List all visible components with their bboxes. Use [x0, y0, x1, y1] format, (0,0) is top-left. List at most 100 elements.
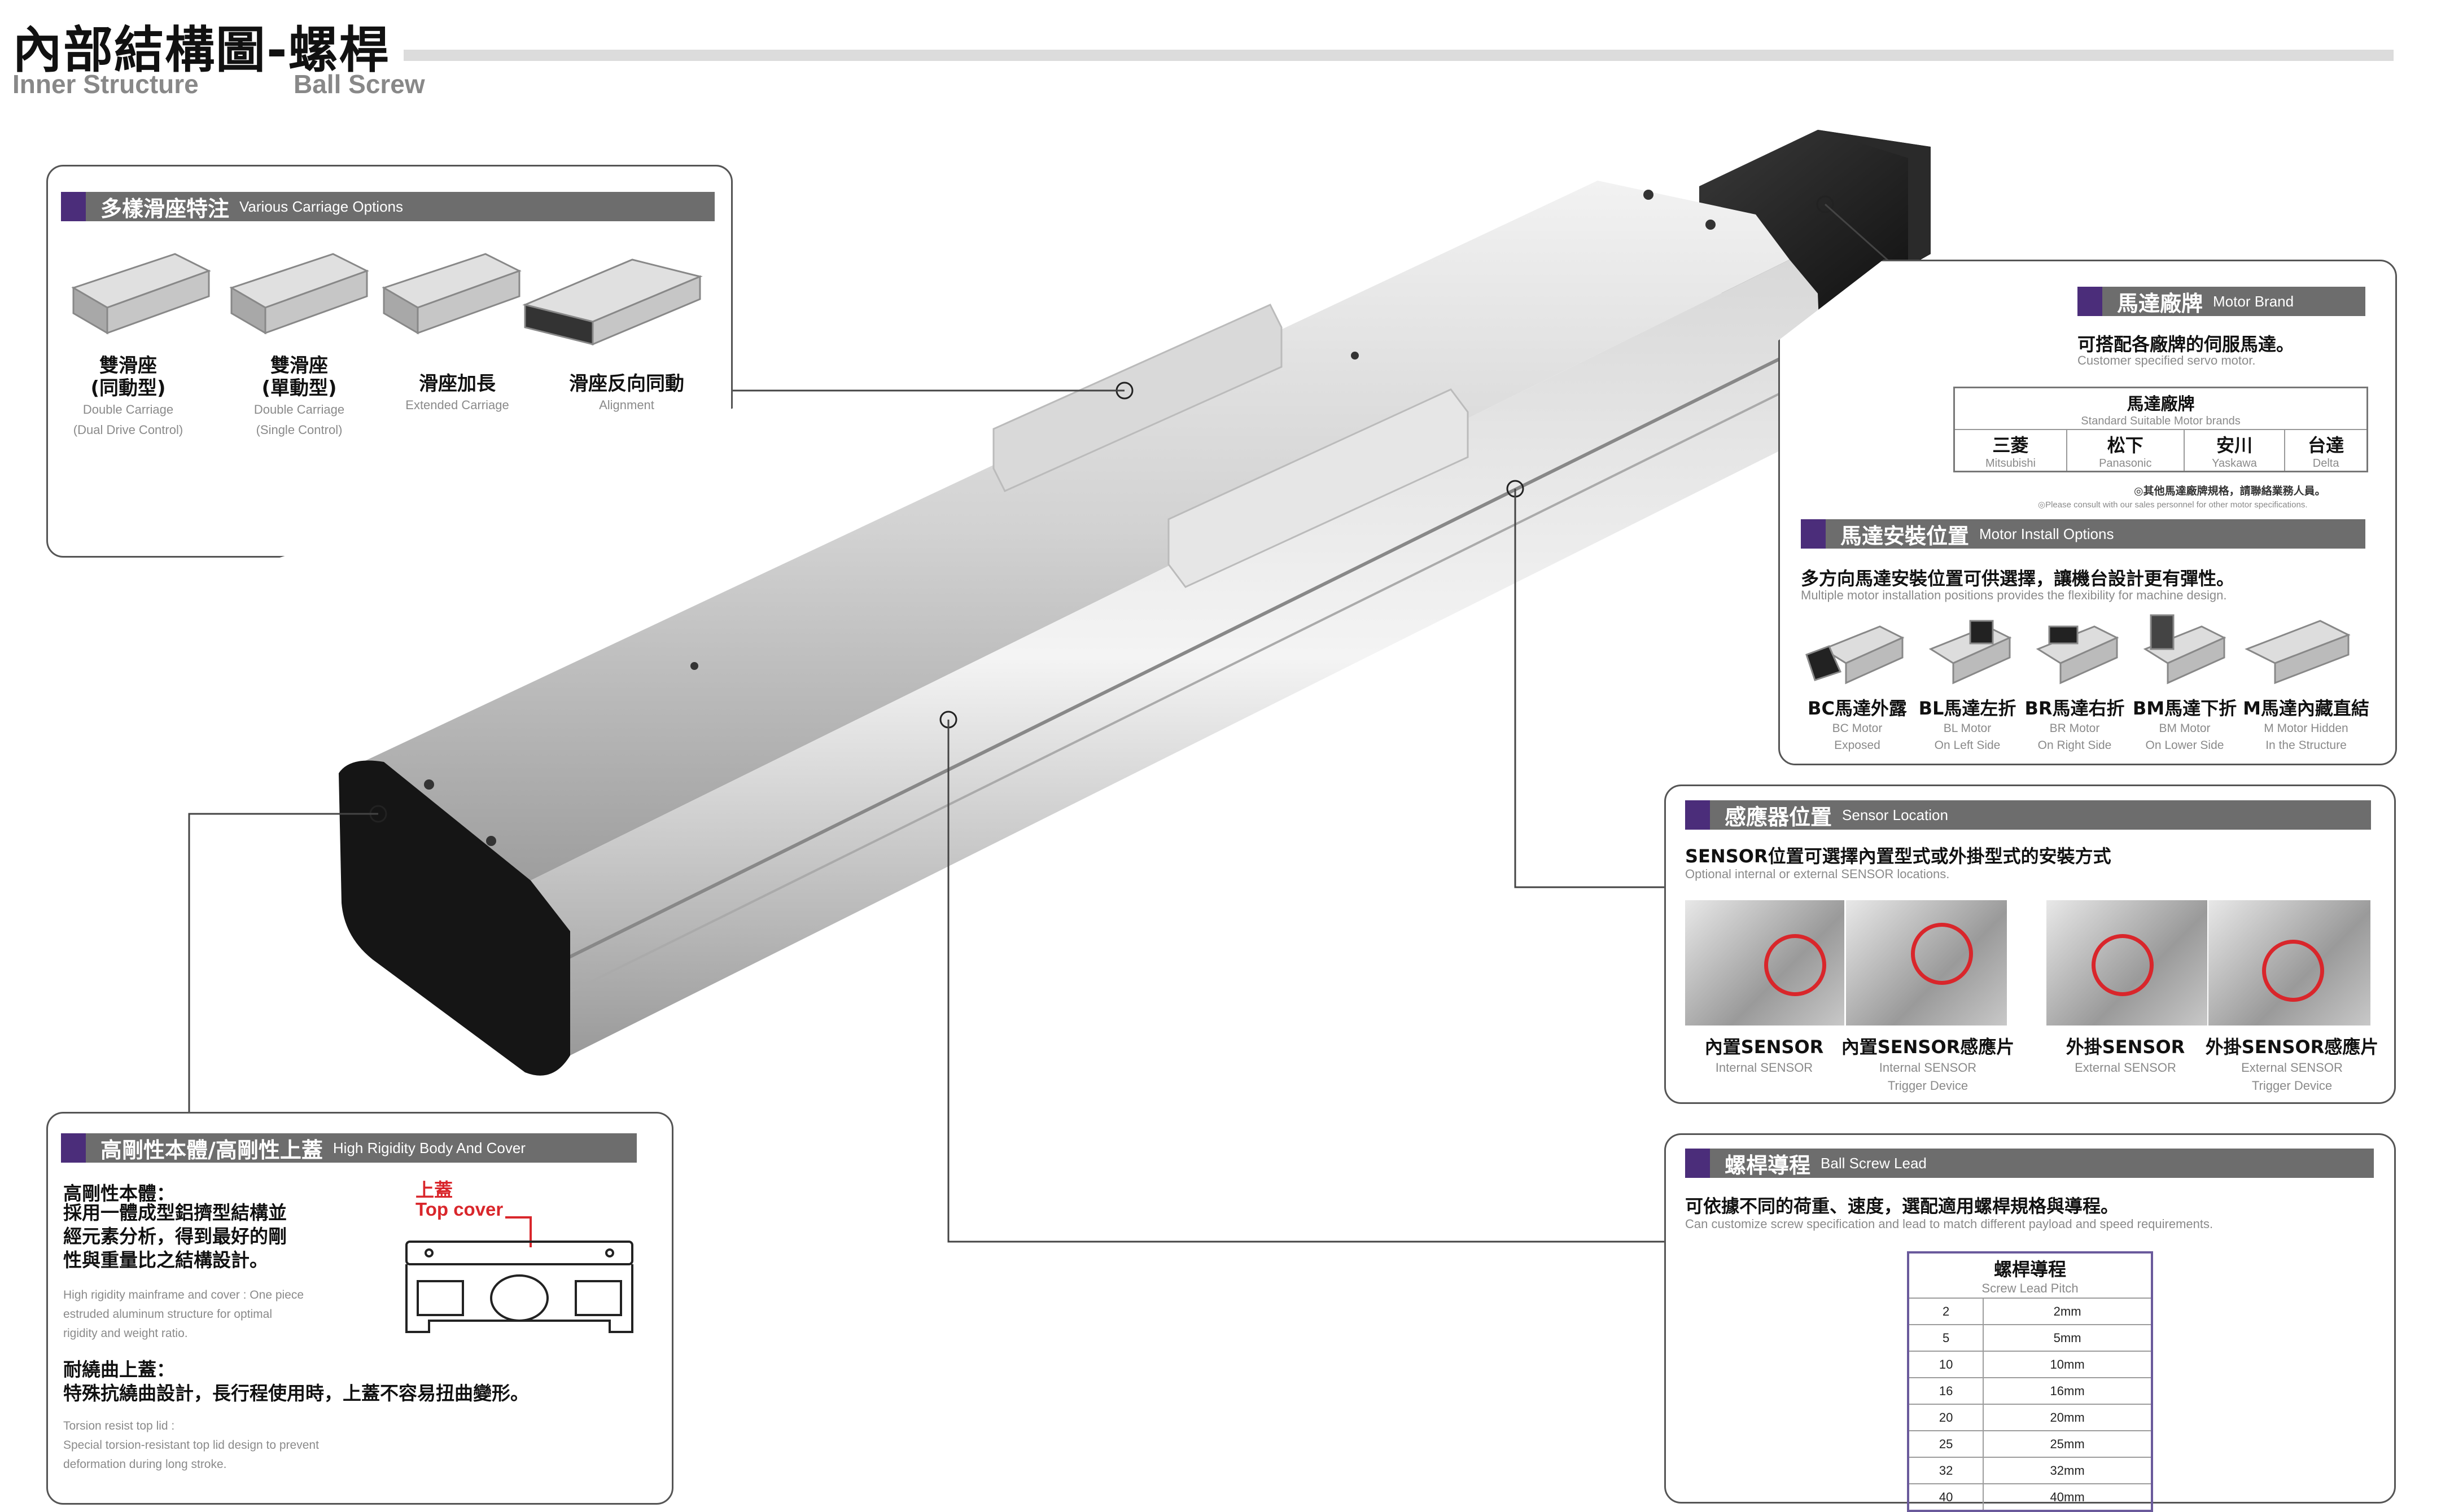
lead-value: 5mm	[1983, 1324, 2153, 1352]
install-item-en: BM Motor On Lower Side	[2145, 722, 2224, 752]
carriage-item-zh: 滑座加長	[419, 372, 496, 395]
carriage-item-en: Double Carriage (Single Control)	[253, 402, 345, 437]
lead-code: 5	[1907, 1324, 1984, 1352]
external-sensor-trigger-photo	[2208, 900, 2370, 1025]
cross-section-drawing	[405, 1216, 633, 1333]
lead-code: 16	[1907, 1377, 1984, 1405]
lead-code: 10	[1907, 1351, 1984, 1378]
highlight-circle	[1911, 923, 1973, 985]
rigidity-panel	[46, 1112, 673, 1505]
motor-brand-note-zh: ◎其他馬達廠牌規格，請聯絡業務人員。	[2134, 485, 2326, 497]
torsion-text-zh: 特殊抗繞曲設計，長行程使用時，上蓋不容易扭曲變形。	[63, 1382, 529, 1404]
motor-install-item-3: BR馬達右折 BR Motor On Right Side	[2021, 694, 2128, 754]
lead-code: 2	[1907, 1298, 1984, 1325]
highlight-circle	[2092, 934, 2154, 996]
sensor-item-zh: 外掛SENSOR感應片	[2205, 1036, 2379, 1058]
sensor-header: 感應器位置 Sensor Location	[1685, 800, 2371, 830]
motor-brand-header-en: Motor Brand	[2213, 292, 2294, 310]
brand-en: Delta	[2312, 457, 2339, 470]
motor-install-header-en: Motor Install Options	[1979, 525, 2114, 542]
top-cover-label-en: Top cover	[415, 1199, 504, 1220]
carriage-item-2: 雙滑座 (單動型) Double Carriage (Single Contro…	[234, 354, 364, 440]
lead-header-en: Ball Screw Lead	[1821, 1154, 1927, 1172]
carriage-item-3: 滑座加長 Extended Carriage	[384, 372, 531, 415]
motor-install-item-1: BC馬達外露 BC Motor Exposed	[1801, 694, 1914, 754]
sensor-item-3: 外掛SENSOR External SENSOR	[2049, 1033, 2202, 1077]
sensor-header-en: Sensor Location	[1842, 806, 1948, 823]
motor-install-images	[1805, 614, 2351, 685]
motor-install-header: 馬達安裝位置 Motor Install Options	[1801, 519, 2365, 549]
page-subtitle-en-2: Ball Screw	[294, 69, 425, 99]
carriage-header-zh: 多樣滑座特注	[100, 196, 230, 221]
brand-zh: 三菱	[1992, 434, 2029, 456]
lead-code: 20	[1907, 1404, 1984, 1431]
rigidity-body-title: 高剛性本體：	[63, 1182, 175, 1204]
brand-zh: 松下	[2107, 434, 2143, 456]
sensor-item-zh: 外掛SENSOR	[2066, 1036, 2185, 1058]
motor-brand-header-zh: 馬達廠牌	[2117, 291, 2203, 316]
highlight-circle	[2262, 940, 2324, 1002]
rigidity-body-text-zh: 採用一體成型鋁擠型結構並 經元素分析，得到最好的剛 性與重量比之結構設計。	[63, 1202, 287, 1271]
sensor-item-2: 內置SENSOR感應片 Internal SENSOR Trigger Devi…	[1838, 1033, 2018, 1095]
motor-brand-desc-en: Customer specified servo motor.	[2077, 353, 2256, 367]
carriage-item-zh: 雙滑座 (同動型)	[90, 354, 166, 400]
linear-actuator-illustration	[339, 130, 1931, 1076]
carriage-item-4: 滑座反向同動 Alignment	[550, 372, 703, 415]
motor-install-desc-en: Multiple motor installation positions pr…	[1801, 588, 2227, 602]
lead-value: 20mm	[1983, 1404, 2153, 1431]
external-sensor-photo	[2046, 900, 2207, 1025]
lead-code: 25	[1907, 1430, 1984, 1458]
carriage-item-en: Double Carriage (Dual Drive Control)	[73, 402, 183, 437]
sensor-item-zh: 內置SENSOR感應片	[1841, 1036, 2015, 1058]
motor-install-item-5: M馬達內藏直結 M Motor Hidden In the Structure	[2238, 694, 2374, 754]
motor-install-item-2: BL馬達左折 BL Motor On Left Side	[1914, 694, 2021, 754]
lead-value: 2mm	[1983, 1298, 2153, 1325]
lead-table-title-zh: 螺桿導程	[1993, 1259, 2066, 1279]
lead-header: 螺桿導程 Ball Screw Lead	[1685, 1149, 2374, 1178]
motor-table-title-en: Standard Suitable Motor brands	[2081, 414, 2241, 427]
sensor-desc-en: Optional internal or external SENSOR loc…	[1685, 867, 1950, 881]
lead-header-zh: 螺桿導程	[1725, 1152, 1811, 1178]
sensor-item-en: External SENSOR	[2075, 1060, 2176, 1075]
internal-sensor-trigger-photo	[1846, 900, 2007, 1025]
install-item-en: BL Motor On Left Side	[1934, 722, 2001, 752]
sensor-header-zh: 感應器位置	[1725, 804, 1832, 830]
install-item-zh: BC馬達外露	[1808, 698, 1907, 719]
carriage-item-en: Alignment	[599, 398, 654, 412]
carriage-option-images	[71, 253, 703, 346]
rigidity-header: 高剛性本體/高剛性上蓋 High Rigidity Body And Cover	[61, 1133, 637, 1163]
install-item-zh: BR馬達右折	[2024, 698, 2125, 719]
sensor-item-en: External SENSOR Trigger Device	[2241, 1060, 2343, 1093]
install-item-zh: BL馬達左折	[1918, 698, 2016, 719]
install-item-en: BC Motor Exposed	[1832, 722, 1883, 752]
motor-brand-header: 馬達廠牌 Motor Brand	[2077, 287, 2365, 316]
carriage-item-zh: 滑座反向同動	[569, 372, 684, 395]
rigidity-header-en: High Rigidity Body And Cover	[333, 1139, 526, 1156]
install-item-zh: M馬達內藏直結	[2243, 698, 2369, 719]
install-item-en: BR Motor On Right Side	[2037, 722, 2112, 752]
page-title: 內部結構圖-螺桿	[12, 21, 390, 79]
internal-sensor-photo	[1685, 900, 1844, 1025]
top-cover-label-zh: 上蓋	[415, 1179, 453, 1201]
carriage-header-en: Various Carriage Options	[239, 198, 404, 215]
motor-install-header-zh: 馬達安裝位置	[1840, 523, 1970, 549]
lead-code: 40	[1907, 1483, 1984, 1511]
sensor-desc-zh: SENSOR位置可選擇內置型式或外掛型式的安裝方式	[1685, 845, 2111, 867]
lead-value: 10mm	[1983, 1351, 2153, 1378]
torsion-text-en: Torsion resist top lid : Special torsion…	[63, 1419, 319, 1471]
lead-desc-zh: 可依據不同的荷重、速度，選配適用螺桿規格與導程。	[1685, 1195, 2119, 1217]
page-subtitle-en: Inner Structure	[12, 69, 199, 99]
sensor-item-4: 外掛SENSOR感應片 External SENSOR Trigger Devi…	[2202, 1033, 2382, 1095]
brand-zh: 安川	[2216, 434, 2252, 456]
brand-en: Panasonic	[2099, 457, 2152, 470]
install-item-zh: BM馬達下折	[2132, 698, 2237, 719]
motor-install-desc-zh: 多方向馬達安裝位置可供選擇，讓機台設計更有彈性。	[1801, 568, 2235, 589]
